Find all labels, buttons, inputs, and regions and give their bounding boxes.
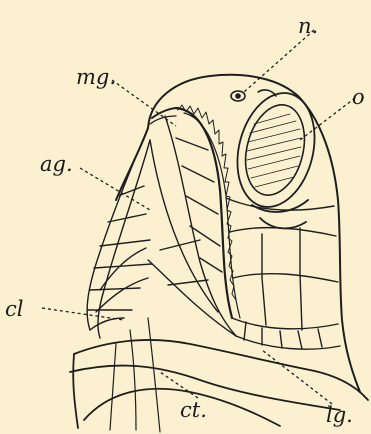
label-lg: lg. <box>326 403 353 427</box>
label-ag: ag. <box>40 152 73 176</box>
gill-filaments <box>87 128 152 338</box>
mandibular-groove <box>150 105 240 318</box>
label-cl: cl <box>5 297 23 321</box>
label-n: n. <box>298 14 318 38</box>
nostril <box>231 90 276 101</box>
jaw-and-gill-lamellae <box>148 116 340 349</box>
label-mg: mg. <box>76 65 116 89</box>
trunk-body <box>70 318 368 432</box>
eye-orbit <box>226 85 326 229</box>
label-ct: ct. <box>180 398 207 422</box>
label-o: o <box>352 85 365 109</box>
